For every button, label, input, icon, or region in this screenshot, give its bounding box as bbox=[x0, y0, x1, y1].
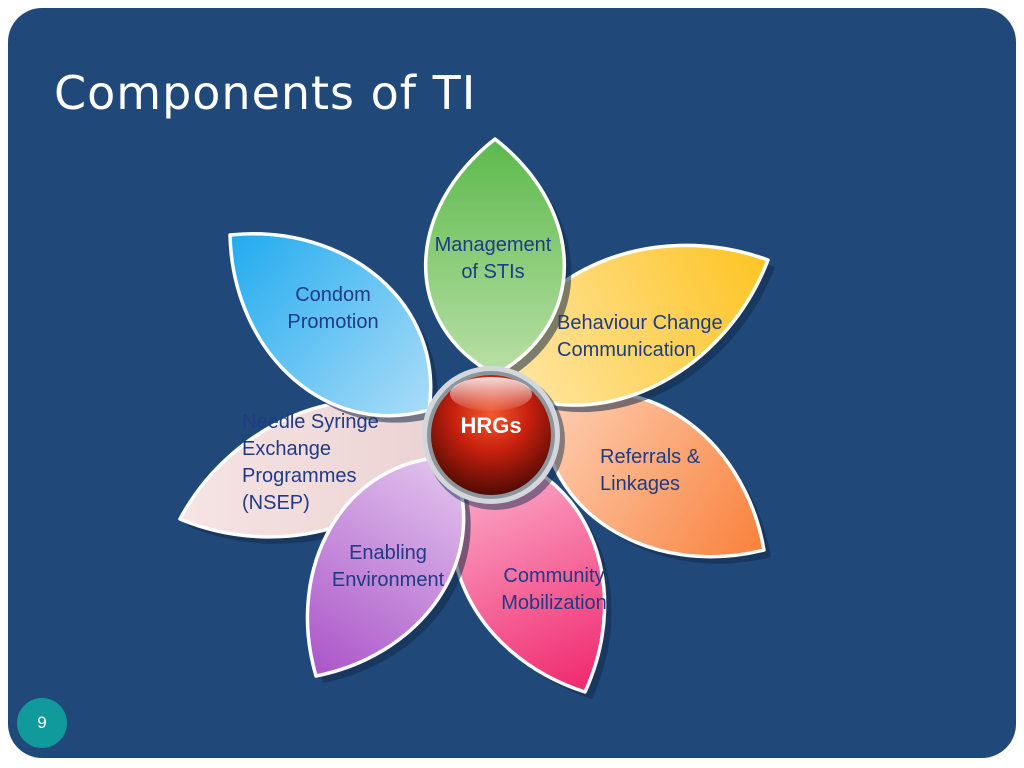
petal-label-line: Enabling bbox=[349, 542, 427, 564]
petal-label-referrals: Referrals & Linkages bbox=[600, 446, 701, 495]
petal-label-line: Communication bbox=[557, 339, 696, 361]
petal-label-line: Condom bbox=[295, 284, 371, 306]
petal-label-line: Linkages bbox=[600, 473, 680, 495]
petal-label-line: Exchange bbox=[242, 438, 331, 460]
petal-label-line: of STIs bbox=[461, 261, 524, 283]
petal-management-stis bbox=[424, 137, 572, 382]
hub-gloss bbox=[450, 377, 532, 411]
petal-enabling bbox=[305, 455, 471, 683]
petal-label-line: Mobilization bbox=[501, 592, 607, 614]
petal-label-line: Referrals & bbox=[600, 446, 701, 468]
petal-label-line: Promotion bbox=[287, 311, 378, 333]
petal-label-line: Needle Syringe bbox=[242, 411, 379, 433]
petal-label-line: Management bbox=[435, 234, 552, 256]
hub-label: HRGs bbox=[460, 413, 521, 438]
petal-label-line: Behaviour Change bbox=[557, 312, 723, 334]
hrgs-hub: HRGs bbox=[422, 366, 565, 510]
petal-label-management-stis: Management of STIs bbox=[435, 234, 552, 283]
petal-label-line: Programmes bbox=[242, 465, 356, 487]
petal-label-line: Community bbox=[503, 565, 604, 587]
petal-condom bbox=[228, 232, 438, 423]
petal-referrals bbox=[539, 390, 771, 564]
petal-label-line: Environment bbox=[332, 569, 445, 591]
petal-community bbox=[450, 448, 612, 699]
page-number: 9 bbox=[17, 698, 67, 748]
slide-title: Components of TI bbox=[54, 66, 477, 120]
petal-label-line: (NSEP) bbox=[242, 492, 310, 514]
